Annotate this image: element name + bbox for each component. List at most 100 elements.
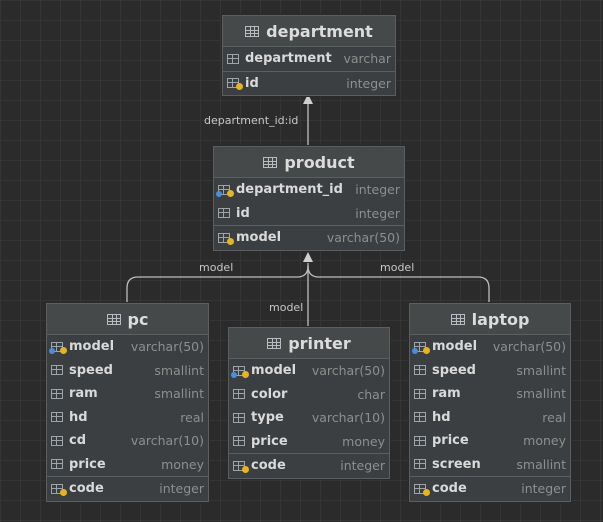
column-icon — [233, 435, 247, 447]
column-row[interactable]: ram smallint — [414, 382, 566, 406]
column-row[interactable]: model varchar(50) — [49, 335, 204, 359]
edge-pc-product — [126, 265, 309, 303]
column-row[interactable]: id integer — [218, 202, 400, 226]
column-type: money — [342, 433, 385, 449]
table-icon — [245, 25, 260, 37]
column-row[interactable]: color char — [233, 383, 385, 407]
column-name: model — [236, 230, 282, 246]
table-name: product — [284, 152, 355, 172]
primary-key-icon — [218, 232, 234, 245]
column-name: screen — [432, 456, 481, 472]
column-icon — [414, 364, 428, 376]
table-icon — [267, 337, 282, 349]
column-icon — [414, 435, 428, 447]
column-icon — [51, 411, 65, 423]
column-type: money — [161, 456, 204, 472]
column-type: char — [357, 386, 385, 402]
arrowhead-department — [303, 94, 313, 104]
column-type: integer — [346, 75, 391, 91]
column-row[interactable]: speed smallint — [51, 359, 204, 383]
table-name: pc — [127, 309, 149, 329]
arrowhead-product — [303, 252, 313, 262]
column-name: color — [251, 386, 288, 402]
column-name: hd — [432, 409, 451, 425]
column-type: varchar(50) — [311, 363, 385, 379]
column-type: real — [542, 409, 566, 425]
column-name: hd — [69, 409, 88, 425]
column-row[interactable]: ram smallint — [51, 382, 204, 406]
column-name: model — [69, 339, 115, 355]
table-name: department — [266, 21, 373, 41]
column-type: varchar — [343, 51, 391, 67]
column-icon — [51, 435, 65, 447]
table-header: product — [214, 147, 404, 178]
column-type: smallint — [516, 386, 566, 402]
column-icon — [51, 388, 65, 400]
table-header: department — [223, 16, 395, 47]
column-type: smallint — [154, 386, 204, 402]
edge-label-pc-model: model — [199, 261, 234, 274]
column-type: real — [180, 409, 204, 425]
primary-key-icon — [414, 483, 430, 496]
column-type: varchar(50) — [130, 339, 204, 355]
column-icon — [414, 411, 428, 423]
primary-key-icon — [227, 77, 243, 91]
edge-label-printer-model: model — [269, 301, 304, 314]
column-list: model varchar(50) speed smallint ram smallint… — [47, 335, 208, 501]
column-type: varchar(10) — [311, 410, 385, 426]
column-name: id — [236, 205, 250, 221]
column-name: department_id — [236, 182, 343, 198]
column-type: smallint — [154, 362, 204, 378]
column-type: varchar(50) — [326, 230, 400, 246]
column-type: integer — [355, 182, 400, 198]
column-row[interactable]: model varchar(50) — [214, 225, 404, 250]
column-type: integer — [159, 481, 204, 497]
edge-label-department-id: department_id:id — [204, 114, 299, 127]
column-name: code — [432, 481, 467, 497]
table-header: laptop — [410, 304, 570, 335]
column-name: type — [251, 410, 284, 426]
column-name: speed — [69, 362, 113, 378]
column-type: integer — [340, 458, 385, 474]
edge-label-laptop-model: model — [380, 261, 415, 274]
foreign-key-icon — [412, 341, 430, 354]
primary-key-icon — [233, 460, 249, 473]
column-row[interactable]: hd real — [51, 406, 204, 430]
column-name: model — [432, 339, 478, 355]
table-name: printer — [288, 333, 351, 353]
foreign-key-icon — [49, 341, 67, 354]
edge-laptop-product — [307, 265, 490, 303]
column-row[interactable]: type varchar(10) — [233, 406, 385, 430]
column-type: integer — [355, 205, 400, 221]
foreign-key-icon — [231, 365, 249, 378]
column-type: money — [523, 433, 566, 449]
column-icon — [233, 412, 247, 424]
column-name: ram — [432, 386, 461, 402]
column-row[interactable]: hd real — [414, 406, 566, 430]
table-name: laptop — [471, 309, 530, 329]
table-header: pc — [47, 304, 208, 335]
column-name: ram — [69, 386, 98, 402]
column-row[interactable]: department_id integer — [216, 178, 400, 202]
